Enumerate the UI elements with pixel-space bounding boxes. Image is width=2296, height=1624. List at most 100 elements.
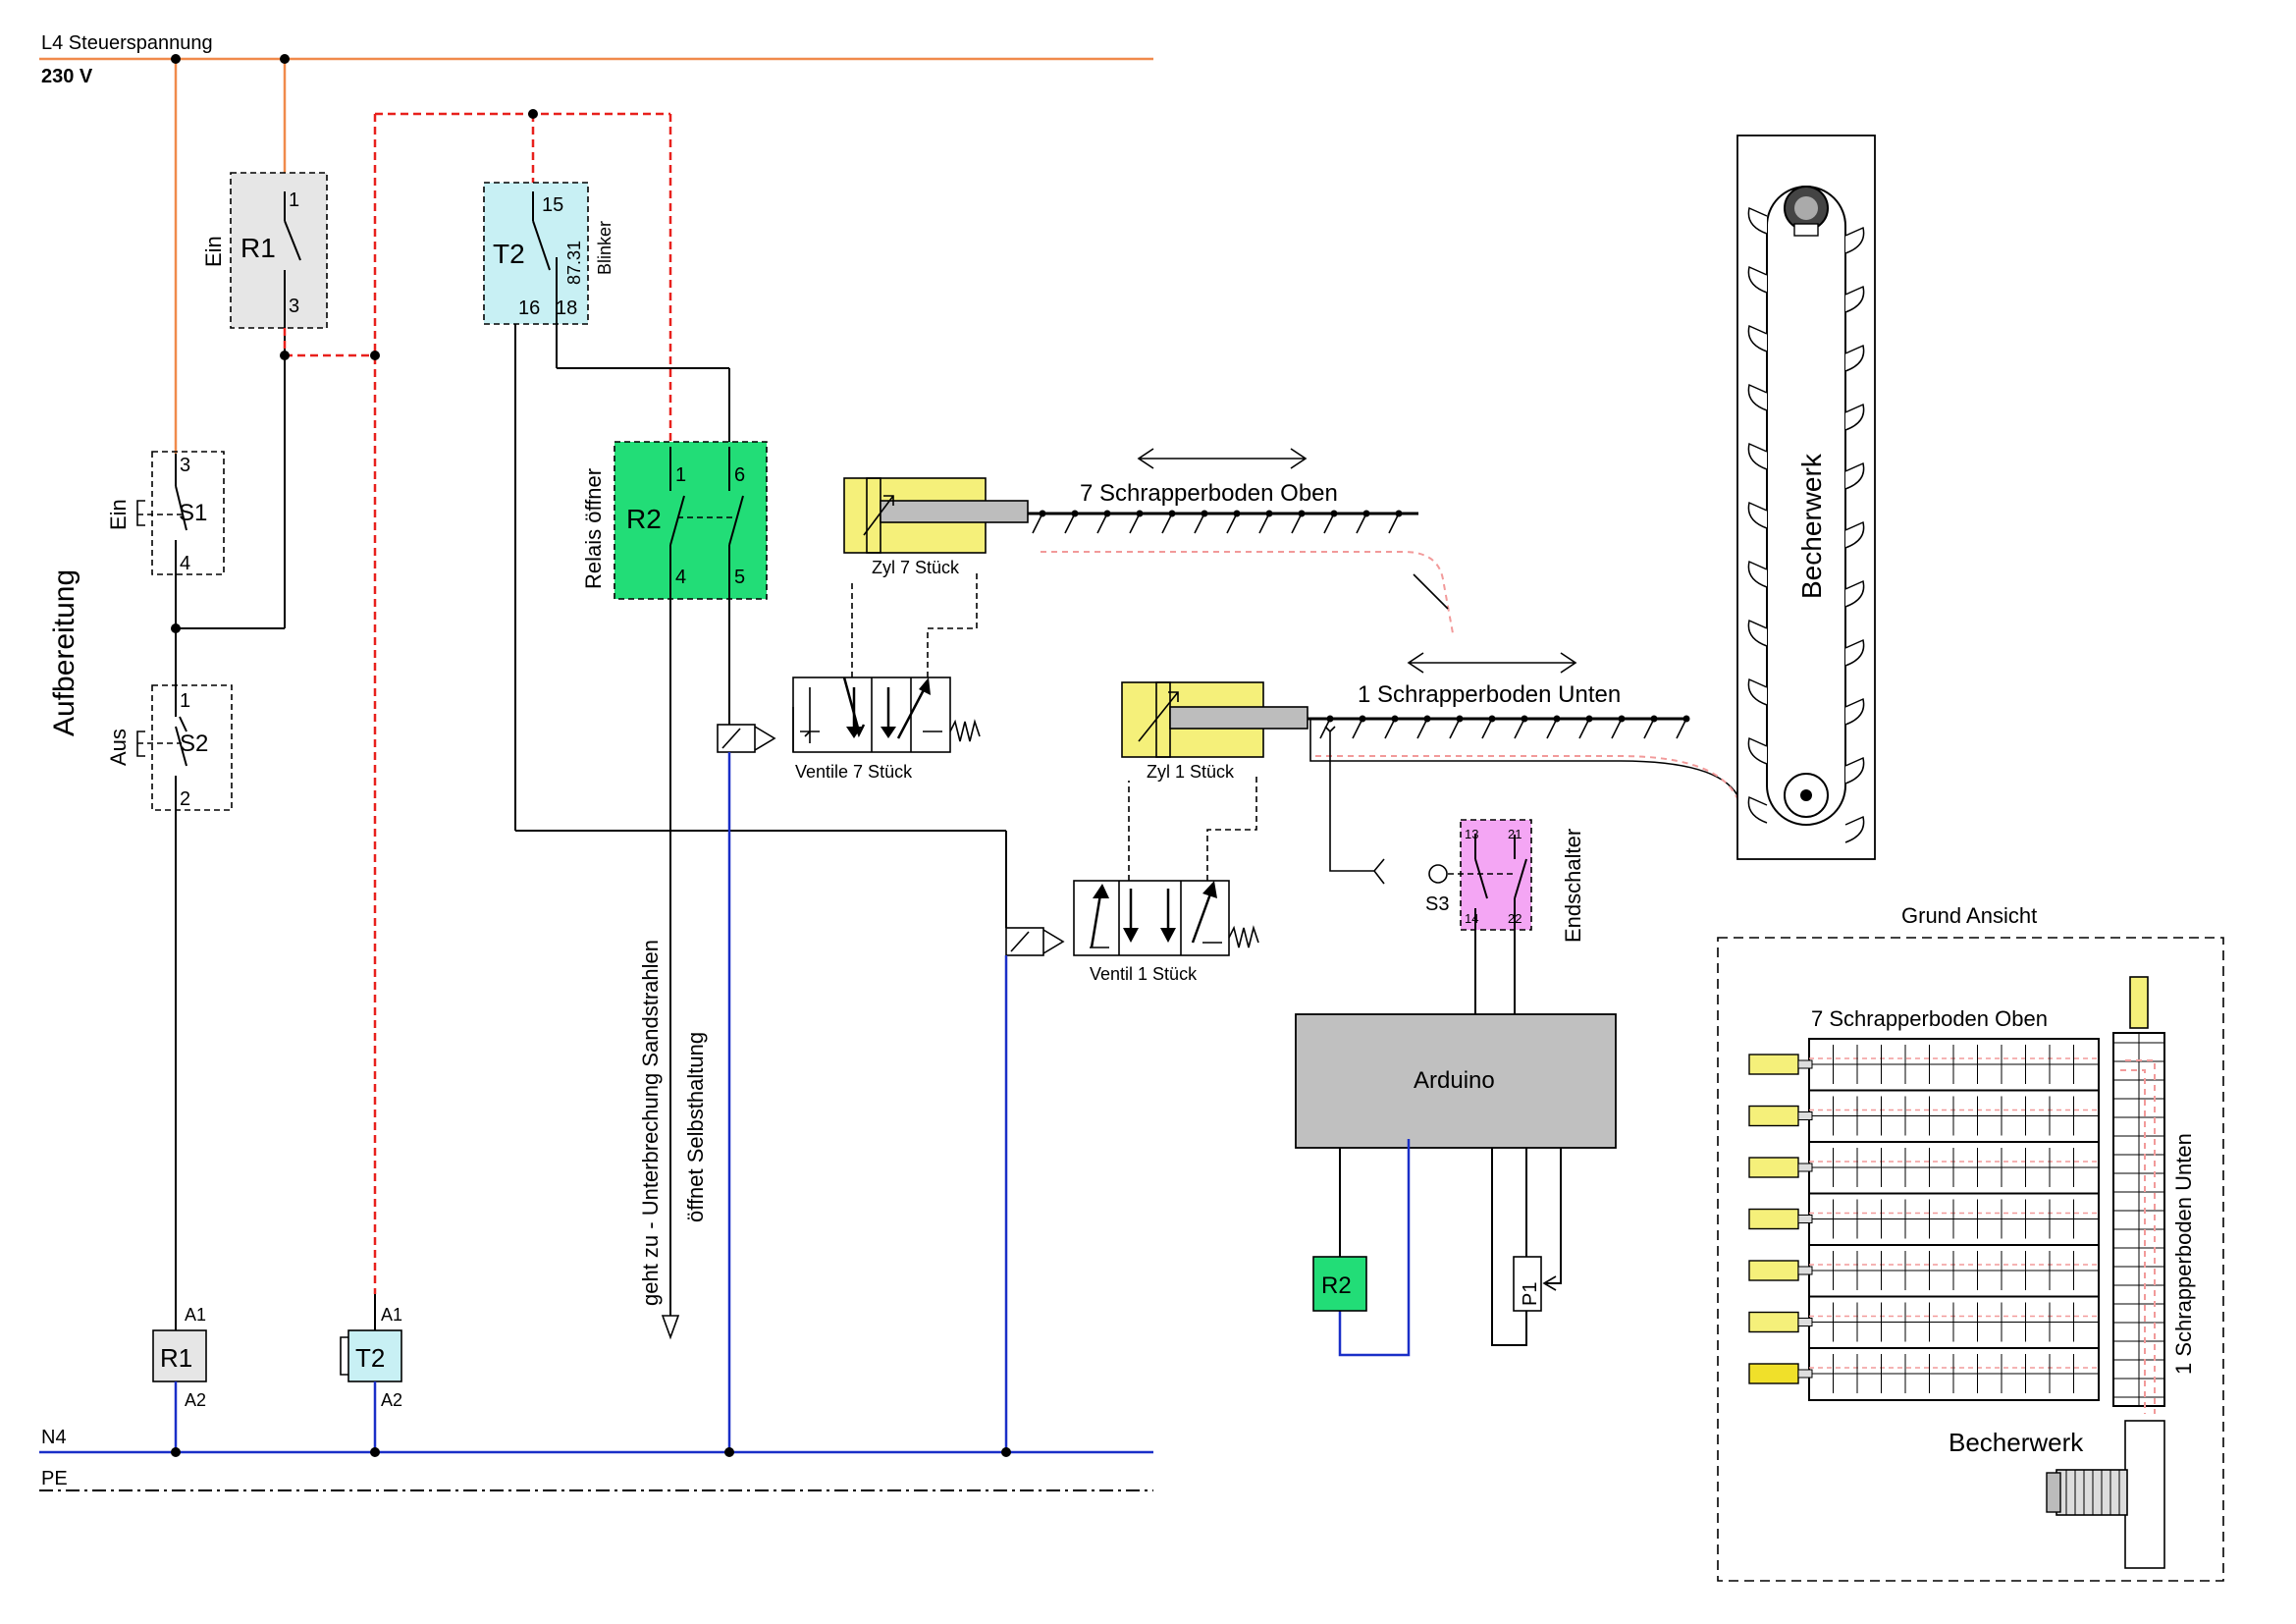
s3-name: S3 [1425,893,1449,915]
elevator-bucket [1747,265,1768,294]
plan-elevator-label: Becherwerk [1949,1428,2084,1457]
r1-term-1: 1 [289,189,299,211]
plan-top-label: 7 Schrapperboden Oben [1811,1006,2048,1031]
plan-piston-rod [1797,1215,1813,1223]
neutral-rail-n4: N4 [39,1427,1153,1454]
t2-term-16: 16 [518,298,540,319]
junction-dot [280,351,290,360]
s3-label: Endschalter [1561,829,1585,943]
s3-term-13: 13 [1465,827,1478,841]
arduino-board: Arduino [1295,1013,1617,1149]
scraper-blade [1514,718,1525,739]
plan-title: Grund Ansicht [1901,903,2037,928]
r2-term-4: 4 [675,567,686,588]
scraper-blade [1064,513,1076,534]
elevator-bucket [1844,815,1865,843]
scraper-blade [1161,513,1173,534]
junction-dot [370,1447,380,1457]
scraper-blade [1258,513,1270,534]
phase-rail-l4: L4 Steuerspannung 230 V [39,32,1153,87]
r1-coil-name: R1 [160,1343,192,1373]
s1-name: S1 [179,500,207,526]
cyl7-label: Zyl 7 Stück [872,558,960,577]
junction-dot [280,54,290,64]
signal-arrow-down: geht zu - Unterbrechung Sandstrahlen öff… [638,599,708,1340]
elevator-bucket [1844,403,1865,431]
t2-flasher-relay: T2 15 16 18 87.31 Blinker [483,182,614,325]
junction-dot [1001,1447,1011,1457]
r1-side-label: Ein [201,236,226,267]
p1-label: P1 [1520,1282,1541,1306]
junction-dot [171,54,181,64]
elevator-bucket [1844,285,1865,313]
t2-term-18: 18 [556,298,577,319]
elevator-bucket [1844,697,1865,726]
pneu-line [1206,776,1257,881]
elevator-bucket [1747,619,1768,647]
junction-dot [370,351,380,360]
plan-piston-rod [1797,1318,1813,1326]
scraper-blade [1416,718,1428,739]
t2-coil: T2 A1 A2 [340,1305,402,1410]
s1-term-3: 3 [180,455,190,476]
t2-code: 87.31 [564,241,584,285]
scraper-blade [1643,718,1655,739]
r2-term-5: 5 [734,567,745,588]
s2-term-1: 1 [180,690,190,712]
s3-term-21: 21 [1508,827,1522,841]
t2-coil-a2: A2 [381,1390,402,1410]
scraper-bottom-label: 1 Schrapperboden Unten [1358,681,1621,708]
scraper-top-label: 7 Schrapperboden Oben [1080,480,1338,507]
elevator-bucket [1844,461,1865,490]
elevator-bucket [1747,501,1768,529]
scraper-blade [1319,718,1331,739]
l4-label: L4 Steuerspannung [41,32,213,54]
r2-relay-nc: R2 1 4 6 5 Relais öffner [581,441,768,600]
scraper-blade [1546,718,1558,739]
t2-type: Blinker [595,221,614,275]
plan-piston-rod [1797,1266,1813,1275]
elevator-bucket [1844,520,1865,549]
scraper-blade [1611,718,1623,739]
scraper-blade [1226,513,1238,534]
elevator-bucket [1844,756,1865,785]
s2-name: S2 [180,731,208,757]
r1-contact-name: R1 [240,233,276,263]
section-label: Aufbereitung [48,569,80,736]
plan-cylinder [1748,1105,1799,1127]
wire-arduino-r2-blue [1338,1139,1411,1357]
pneu-line [927,569,978,677]
junction-dot [528,109,538,119]
r1-coil: R1 A1 A2 [152,1305,207,1410]
scraper-blade [1449,718,1461,739]
t2-coil-a1: A1 [381,1305,402,1325]
elevator-bucket [1747,736,1768,765]
scraper-blade [1384,718,1396,739]
bucket-elevator: Becherwerk [1736,135,1876,860]
t2-relay-name: T2 [493,239,525,269]
r2-output-box: R2 [1312,1256,1367,1312]
scraper-blade [1096,513,1108,534]
s1-on-pushbutton: S1 3 4 Ein [106,451,225,575]
junction-dot [724,1447,734,1457]
scraper-blade [1356,513,1367,534]
t2-coil-name: T2 [355,1343,385,1373]
plan-cylinder [1748,1260,1799,1281]
plan-bottom-label: 1 Schrapperboden Unten [2171,1133,2196,1375]
cylinder-1-unit: Zyl 1 Stück [1121,681,1308,782]
junction-dot [171,1447,181,1457]
n4-label: N4 [41,1427,67,1448]
scraper-blade [1129,513,1141,534]
s3-term-22: 22 [1508,911,1522,926]
valve7-label: Ventile 7 Stück [795,762,913,782]
limit-switch-s3: 13 21 14 22 S3 Endschalter [1425,819,1585,943]
elevator-bucket [1747,560,1768,588]
scraper-top: 7 Schrapperboden Oben [1028,448,1454,634]
r2-side-label: Relais öffner [581,468,606,589]
elevator-bucket [1747,206,1768,235]
wire-arduino-p1 [1491,1148,1527,1346]
elevator-bucket [1747,442,1768,470]
r1-term-3: 3 [289,296,299,317]
p1-potentiometer: P1 [1513,1256,1542,1312]
plan-piston-rod [1797,1111,1813,1120]
